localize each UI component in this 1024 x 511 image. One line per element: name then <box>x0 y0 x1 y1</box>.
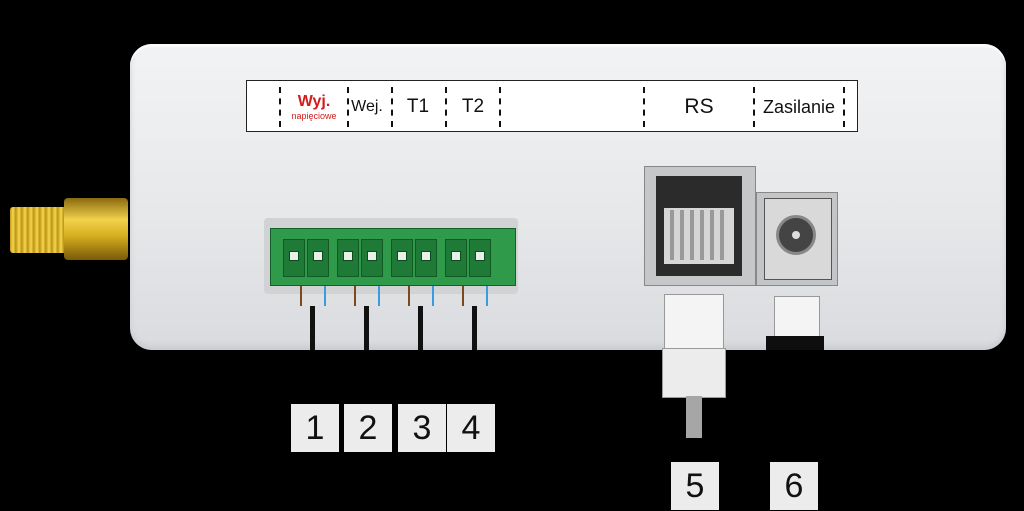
wire-cable <box>418 306 423 350</box>
wire-cable <box>310 306 315 350</box>
t2-label: T2 <box>461 96 485 117</box>
label-separator <box>445 87 447 127</box>
blue-wire <box>432 286 434 306</box>
label-separator <box>843 87 845 127</box>
rj-pin <box>700 210 704 260</box>
terminal-block-icon <box>270 228 516 286</box>
wire-cable <box>364 306 369 350</box>
rj-pin <box>710 210 714 260</box>
rj-pin <box>680 210 684 260</box>
label-strip: Wyj. napięciowe Wej. T1 T2 RS Zasilanie <box>246 80 858 132</box>
terminal-screw-icon <box>451 251 461 261</box>
output-label-sub: napięciowe <box>291 110 337 121</box>
callout-1: 1 <box>291 404 339 452</box>
label-separator <box>347 87 349 127</box>
rj-pin <box>720 210 724 260</box>
callout-4: 4 <box>447 404 495 452</box>
dc-jack-pin <box>792 231 800 239</box>
rj-pin <box>690 210 694 260</box>
callout-3: 3 <box>398 404 446 452</box>
antenna-connector-icon <box>64 198 128 260</box>
wire-cable <box>472 306 477 350</box>
rj-plug-icon <box>664 294 724 350</box>
rj-cable <box>686 396 702 438</box>
terminal-screw-icon <box>397 251 407 261</box>
terminal-screw-icon <box>313 251 323 261</box>
terminal-screw-icon <box>343 251 353 261</box>
callout-5: 5 <box>671 462 719 510</box>
blue-wire <box>324 286 326 306</box>
brown-wire <box>354 286 356 306</box>
output-label: Wyj. napięciowe <box>283 81 345 133</box>
terminal-screw-icon <box>475 251 485 261</box>
brown-wire <box>462 286 464 306</box>
terminal-screw-icon <box>289 251 299 261</box>
rj-pin <box>670 210 674 260</box>
callout-6: 6 <box>770 462 818 510</box>
rj-plug-body <box>662 348 726 398</box>
label-separator <box>643 87 645 127</box>
blue-wire <box>486 286 488 306</box>
label-separator <box>753 87 755 127</box>
terminal-screw-icon <box>367 251 377 261</box>
power-label: Zasilanie <box>762 96 836 117</box>
blue-wire <box>378 286 380 306</box>
terminal-screw-icon <box>421 251 431 261</box>
brown-wire <box>300 286 302 306</box>
label-separator <box>391 87 393 127</box>
label-separator <box>279 87 281 127</box>
antenna-thread-icon <box>10 207 68 253</box>
rs-label: RS <box>684 95 714 118</box>
callout-2: 2 <box>344 404 392 452</box>
output-label-main: Wyj. <box>297 92 331 110</box>
dc-plug-body <box>766 336 824 350</box>
input-label: Wej. <box>351 98 383 115</box>
t1-label: T1 <box>406 96 430 117</box>
label-separator <box>499 87 501 127</box>
dc-plug-icon <box>774 296 820 338</box>
brown-wire <box>408 286 410 306</box>
